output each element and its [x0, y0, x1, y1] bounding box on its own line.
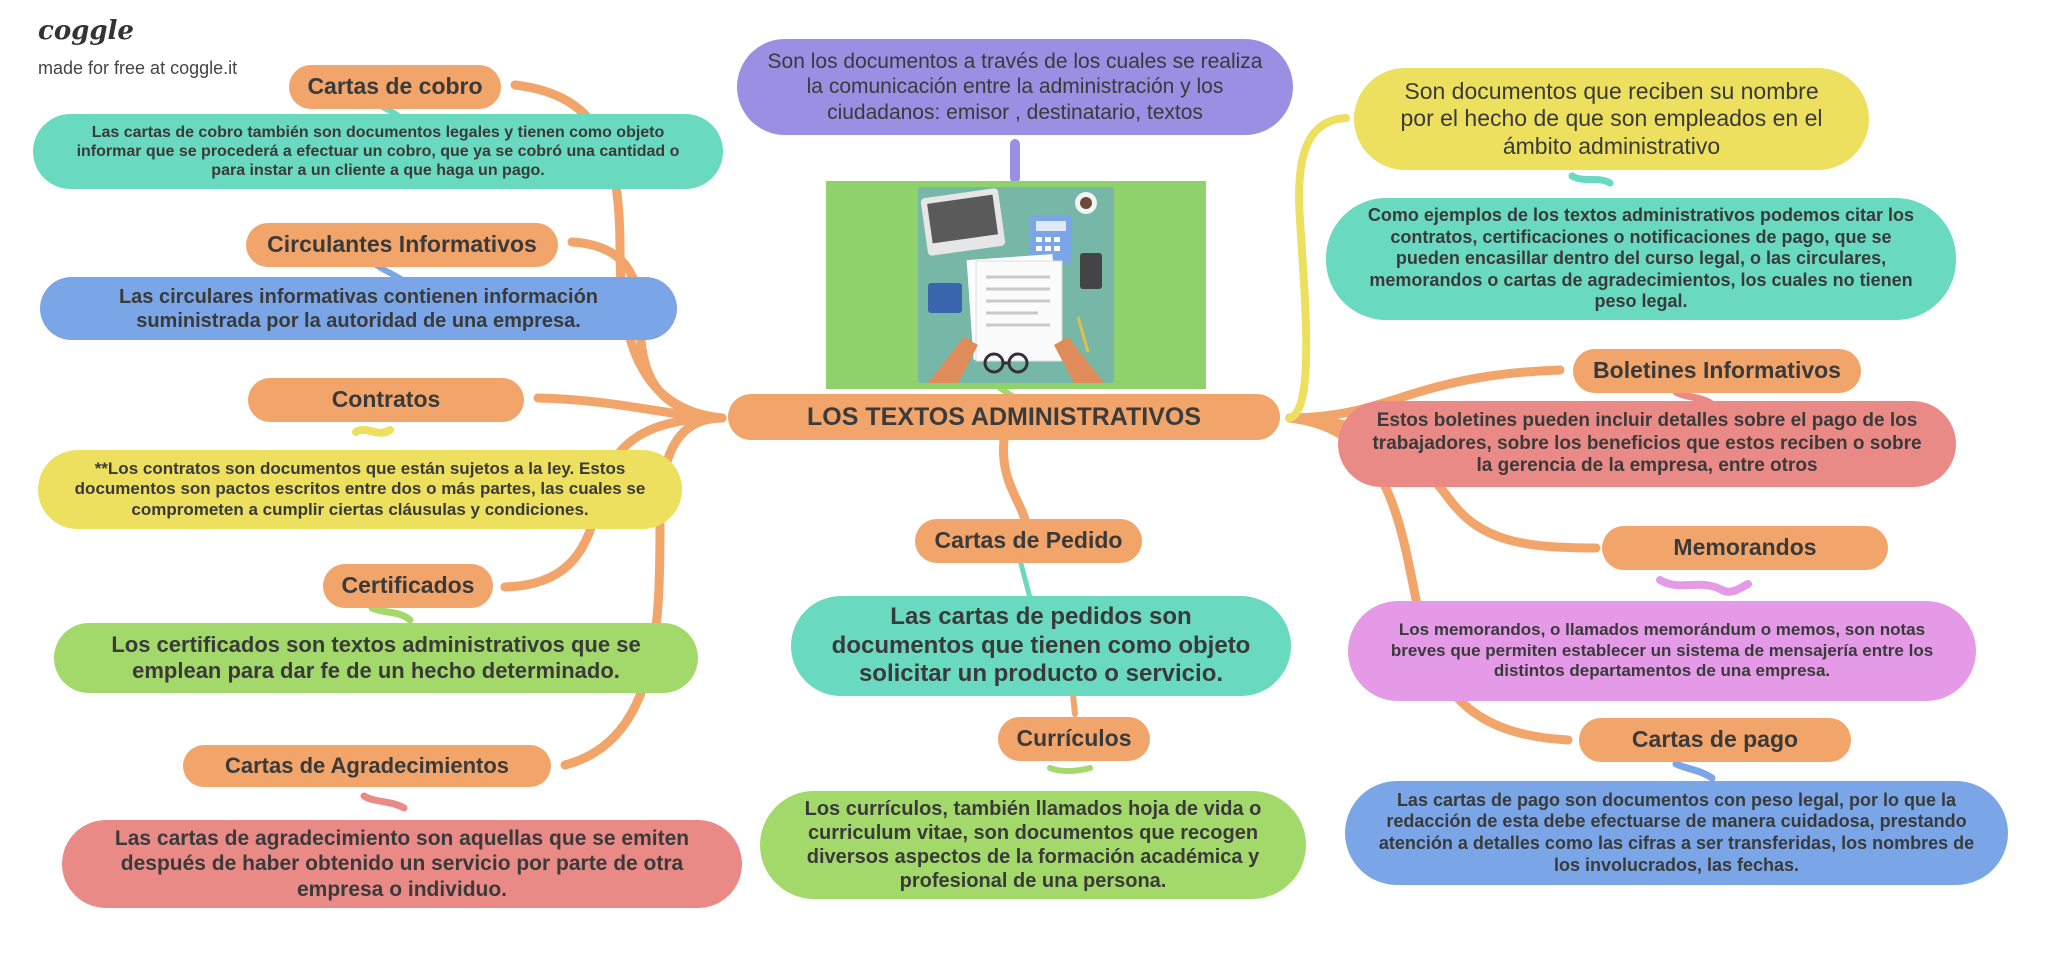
connector-definicion [1568, 172, 1614, 187]
node-cartas-de-pago-title[interactable]: Cartas de pago [1579, 718, 1851, 762]
node-curriculos-title[interactable]: Currículos [998, 717, 1150, 761]
node-boletines-title[interactable]: Boletines Informativos [1573, 349, 1861, 393]
node-curriculos-text[interactable]: Los currículos, también llamados hoja de… [760, 791, 1306, 899]
coggle-credit-text: made for free at coggle.it [38, 58, 238, 78]
link-pedido-to-text [1017, 557, 1033, 601]
node-agradecimientos-title[interactable]: Cartas de Agradecimientos [183, 745, 551, 787]
central-topic[interactable]: LOS TEXTOS ADMINISTRATIVOS [728, 394, 1280, 440]
office-desk-icon [920, 188, 1104, 383]
node-definicion-text[interactable]: Son documentos que reciben su nombre por… [1354, 68, 1869, 170]
connector-pago [1672, 760, 1716, 782]
link-text-to-curriculos [1070, 691, 1078, 717]
node-certificados-title[interactable]: Certificados [323, 564, 493, 608]
desk-illustration [918, 187, 1114, 383]
node-contratos-title[interactable]: Contratos [248, 378, 524, 422]
node-cartas-de-cobro-title[interactable]: Cartas de cobro [289, 65, 501, 109]
connector-agradecimientos [360, 792, 408, 812]
center-top-definition[interactable]: Son los documentos a través de los cuale… [737, 39, 1293, 135]
link-agradecimientos [560, 413, 727, 770]
node-circulantes-text[interactable]: Las circulares informativas contienen in… [40, 277, 677, 340]
node-memorandos-text[interactable]: Los memorandos, o llamados memorándum o … [1348, 601, 1976, 701]
connector-certificados [368, 604, 414, 624]
node-cartas-de-pago-text[interactable]: Las cartas de pago son documentos con pe… [1345, 781, 2008, 885]
connector-contratos [352, 425, 394, 437]
connector-memorandos [1656, 576, 1752, 596]
link-definicion [1286, 114, 1350, 422]
node-ejemplos-text[interactable]: Como ejemplos de los textos administrati… [1326, 198, 1956, 320]
node-cartas-de-cobro-text[interactable]: Las cartas de cobro también son document… [33, 114, 723, 189]
link-curriculos-to-text [1047, 765, 1093, 774]
link-boletines [1285, 365, 1565, 423]
node-contratos-text[interactable]: **Los contratos son documentos que están… [38, 450, 682, 529]
node-circulantes-title[interactable]: Circulantes Informativos [246, 223, 558, 267]
node-agradecimientos-text[interactable]: Las cartas de agradecimiento son aquella… [62, 820, 742, 908]
link-cartas-de-pedido [998, 435, 1030, 525]
node-cartas-de-pedido-title[interactable]: Cartas de Pedido [915, 519, 1142, 563]
node-boletines-text[interactable]: Estos boletines pueden incluir detalles … [1338, 401, 1956, 487]
node-memorandos-title[interactable]: Memorandos [1602, 526, 1888, 570]
node-cartas-de-pedido-text[interactable]: Las cartas de pedidos son documentos que… [791, 596, 1291, 696]
central-illustration [826, 181, 1206, 389]
coggle-logo[interactable]: coggle [38, 16, 134, 46]
node-certificados-text[interactable]: Los certificados son textos administrati… [54, 623, 698, 693]
